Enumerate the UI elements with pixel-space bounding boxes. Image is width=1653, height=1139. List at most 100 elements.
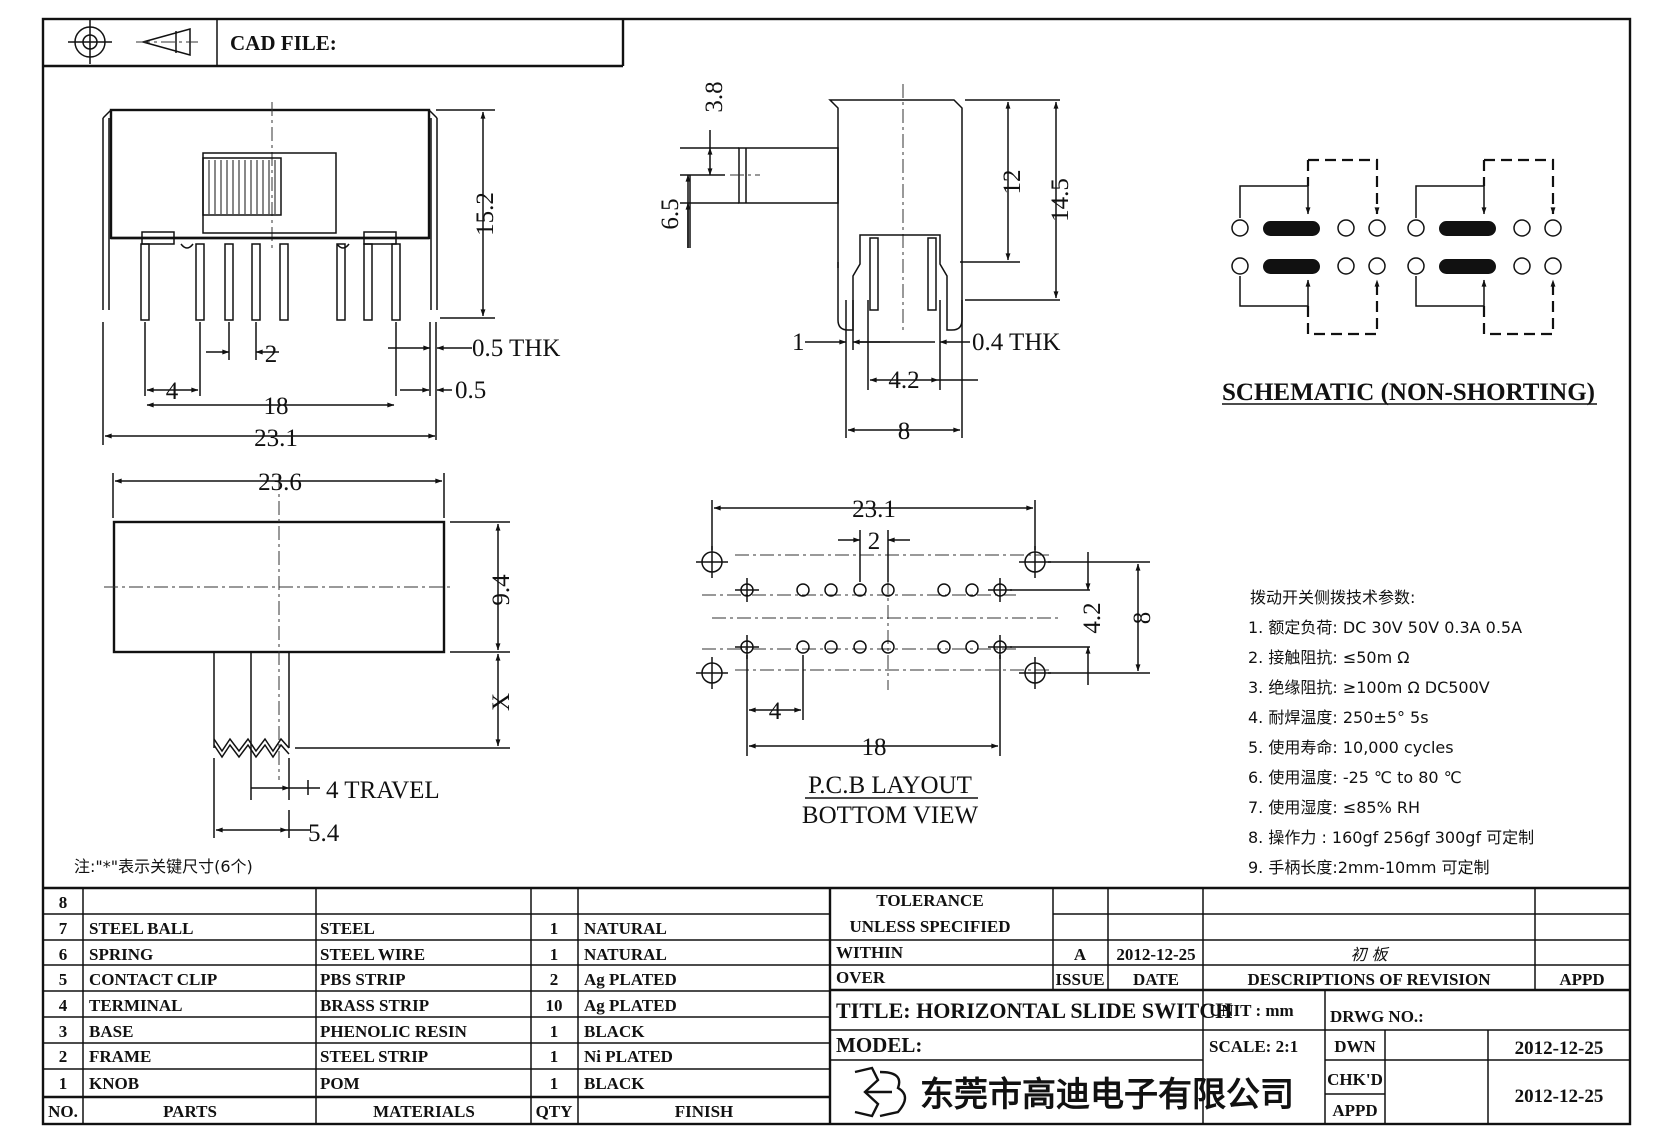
spec-item: 1. 额定负荷: DC 30V 50V 0.3A 0.5A [1248, 618, 1522, 637]
front-view: 15.2 0.5 THK 2 4 18 0.5 23.1 [102, 102, 560, 452]
drawing-border [41, 17, 1632, 1126]
bom-material: BRASS STRIP [320, 996, 429, 1015]
bom-no: 3 [59, 1022, 68, 1041]
bom-qty: 1 [550, 1022, 559, 1041]
dim-pcb-mount-gap: 8 [1129, 612, 1156, 625]
bom-part: KNOB [89, 1074, 139, 1093]
bom-part: CONTACT CLIP [89, 970, 217, 989]
bom-header-finish: FINISH [675, 1102, 734, 1121]
pcb-pin-holes [735, 578, 1012, 659]
bom-material: STEEL WIRE [320, 945, 425, 964]
chkd-date: 2012-12-25 [1515, 1086, 1604, 1107]
bom-material: STEEL STRIP [320, 1047, 428, 1066]
dim-front-height: 15.2 [472, 192, 499, 236]
bom-header-no: NO. [48, 1102, 78, 1121]
pcb-title-line1: P.C.B LAYOUT [808, 772, 972, 799]
bom-header-qty: QTY [536, 1102, 573, 1121]
dim-side-body-h: 12 [999, 170, 1026, 195]
dim-front-width: 23.1 [254, 425, 298, 452]
drawing-title: TITLE: HORIZONTAL SLIDE SWITCH [836, 998, 1232, 1023]
drawing-number-label: DRWG NO.: [1330, 1007, 1424, 1026]
over-label: OVER [836, 968, 886, 987]
bom-finish: BLACK [584, 1022, 645, 1041]
bom-part: FRAME [89, 1047, 151, 1066]
spec-item: 7. 使用湿度: ≤85% RH [1248, 798, 1420, 817]
revision-description: 初 板 [1350, 945, 1389, 964]
tolerance-label: TOLERANCE [876, 891, 983, 910]
technical-specs: 拨动开关侧拨技术参数: 1. 额定负荷: DC 30V 50V 0.3A 0.5… [1248, 588, 1534, 877]
spec-item: 9. 手柄长度:2mm-10mm 可定制 [1248, 858, 1490, 877]
bom-qty: 10 [546, 996, 563, 1015]
dim-side-knob-h: 6.5 [657, 198, 684, 229]
scale-label: SCALE: 2:1 [1209, 1037, 1298, 1056]
key-dimension-note: 注:"*"表示关键尺寸(6个) [74, 857, 253, 876]
bom-header-materials: MATERIALS [373, 1102, 475, 1121]
bom-finish: Ag PLATED [584, 970, 677, 989]
bom-material: PHENOLIC RESIN [320, 1022, 468, 1041]
dim-side-inner: 4.2 [888, 367, 919, 394]
descriptions-label: DESCRIPTIONS OF REVISION [1247, 970, 1491, 989]
dim-side-width: 8 [898, 418, 911, 445]
bom-finish: NATURAL [584, 919, 667, 938]
bom-qty: 1 [550, 945, 559, 964]
dim-pcb-edge: 4 [769, 698, 782, 725]
bom-no: 2 [59, 1047, 68, 1066]
bom-finish: BLACK [584, 1074, 645, 1093]
spec-item: 6. 使用温度: -25 ℃ to 80 ℃ [1248, 768, 1462, 787]
dim-side-knob-len: 3.8 [701, 81, 728, 112]
bom-no: 8 [59, 893, 68, 912]
issue-label: ISSUE [1055, 970, 1104, 989]
bom-part: SPRING [89, 945, 153, 964]
bom-header-parts: PARTS [163, 1102, 217, 1121]
dim-top-length: 23.6 [258, 469, 302, 496]
dim-side-thk: 0.4 THK [972, 329, 1060, 356]
dwn-date: 2012-12-25 [1515, 1038, 1604, 1059]
top-view: 23.6 9.4 X 4 TRAVEL 5.4 注:"*"表示关键尺寸(6个) [74, 469, 515, 876]
unless-specified-label: UNLESS SPECIFIED [849, 917, 1010, 936]
specs-heading: 拨动开关侧拨技术参数: [1250, 588, 1415, 607]
bom-qty: 1 [550, 1047, 559, 1066]
dim-pcb-pitch: 2 [868, 528, 881, 555]
spec-item: 8. 操作力 : 160gf 256gf 300gf 可定制 [1248, 828, 1534, 847]
company-name: 东莞市高迪电子有限公司 [920, 1075, 1294, 1115]
dim-top-x: X [488, 693, 515, 711]
third-angle-projection-icon [68, 20, 198, 64]
bom-qty: 1 [550, 1074, 559, 1093]
bom-no: 4 [59, 996, 68, 1015]
dwn-label: DWN [1334, 1037, 1376, 1056]
cad-file-label: CAD FILE: [230, 31, 337, 55]
side-view: 3.8 6.5 12 14.5 1 0.4 THK 4.2 8 [657, 81, 1074, 445]
dim-pcb-width: 23.1 [852, 496, 896, 523]
bom-no: 6 [59, 945, 68, 964]
bom-part: BASE [89, 1022, 133, 1041]
bom-material: POM [320, 1074, 360, 1093]
pcb-layout: 23.1 2 4.2 8 4 18 P.C.B LAYOUT BOTTOM VI… [696, 496, 1156, 829]
appd2-label: APPD [1332, 1101, 1377, 1120]
bom-part: STEEL BALL [89, 919, 193, 938]
appd-label: APPD [1559, 970, 1604, 989]
dim-pcb-span: 18 [862, 734, 887, 761]
unit-label: UNIT : mm [1209, 1001, 1294, 1020]
dim-front-offset: 0.5 [455, 377, 486, 404]
bom-finish: Ag PLATED [584, 996, 677, 1015]
bom-qty: 1 [550, 919, 559, 938]
bom-qty: 2 [550, 970, 559, 989]
bom-part: TERMINAL [89, 996, 183, 1015]
schematic-diagram: SCHEMATIC (NON-SHORTING) [1222, 158, 1597, 406]
bom-material: PBS STRIP [320, 970, 406, 989]
dim-side-total-h: 14.5 [1047, 178, 1074, 222]
issue-date: 2012-12-25 [1116, 945, 1195, 964]
model-label: MODEL: [836, 1033, 922, 1057]
company-logo-icon [854, 1066, 907, 1118]
bom-no: 5 [59, 970, 68, 989]
dim-front-span: 18 [264, 393, 289, 420]
dim-front-pitch: 2 [265, 341, 278, 368]
pcb-title-line2: BOTTOM VIEW [802, 802, 979, 829]
spec-item: 5. 使用寿命: 10,000 cycles [1248, 738, 1454, 757]
dim-front-thk: 0.5 THK [472, 335, 560, 362]
bom-finish: Ni PLATED [584, 1047, 673, 1066]
pcb-mount-holes [696, 546, 1051, 689]
dim-front-edge: 4 [166, 378, 179, 405]
spec-item: 2. 接触阻抗: ≤50m Ω [1248, 648, 1410, 667]
dim-top-knob-w: 5.4 [308, 820, 340, 847]
